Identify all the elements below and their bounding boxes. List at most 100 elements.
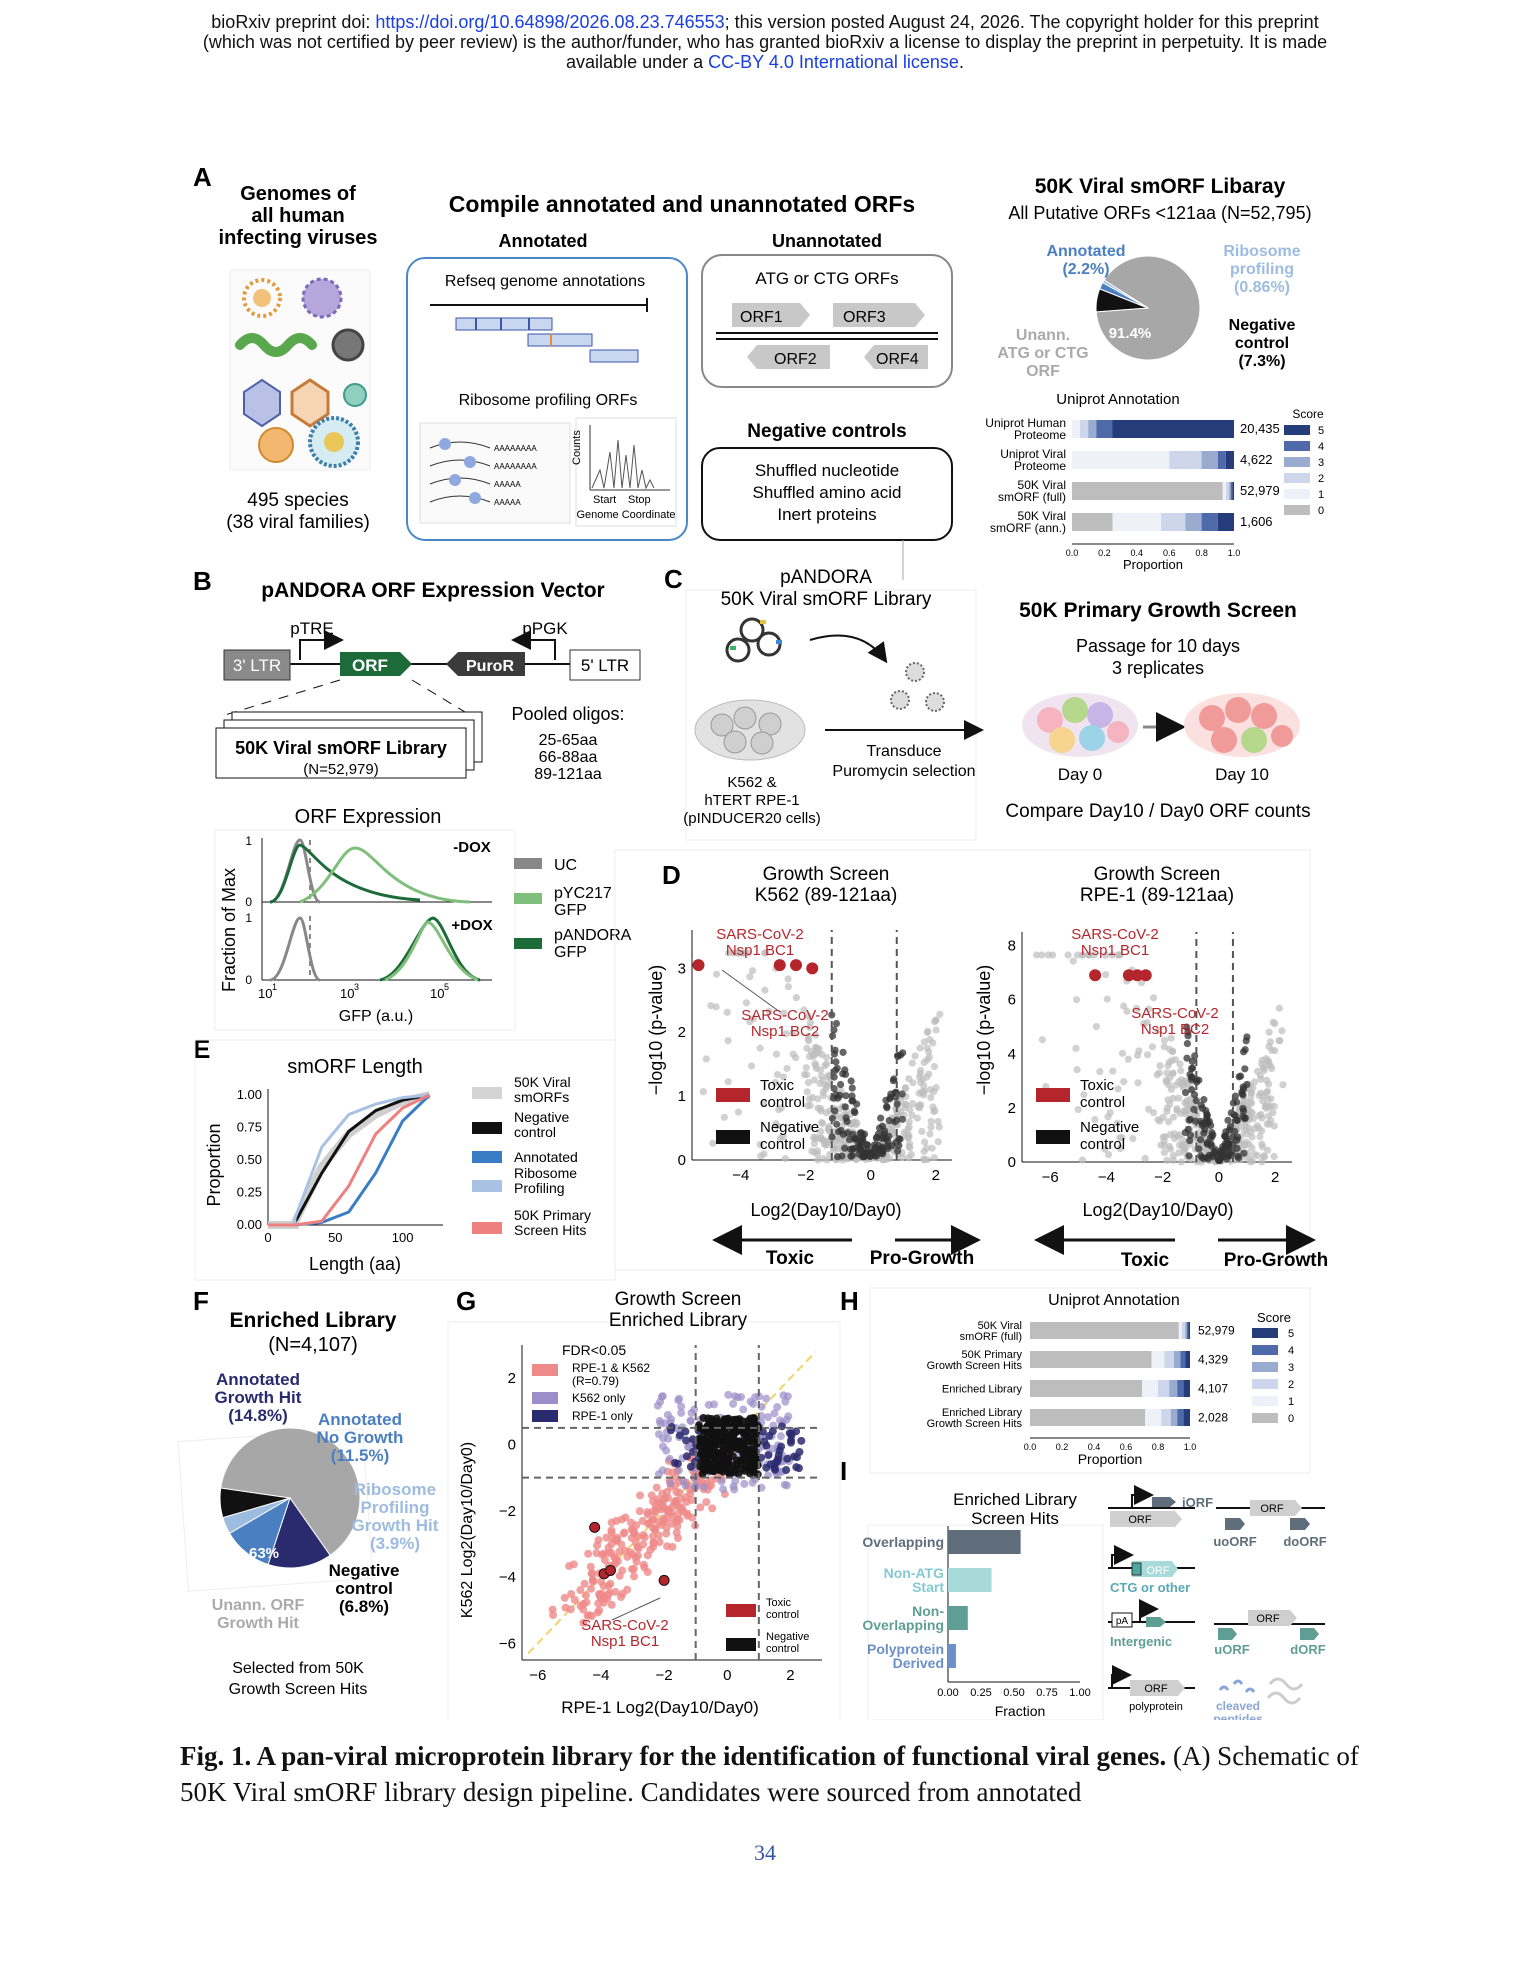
both-point [648, 1515, 657, 1524]
rpe1-point [768, 1427, 777, 1436]
orf-type-diagrams: iORF ORF ORF uoORF doORF ORF CTG or othe… [1108, 1485, 1327, 1720]
bar-seg-score-2 [1225, 482, 1230, 500]
atg-ctg-label: ATG or CTG ORFs [755, 269, 898, 288]
neg-control-point [833, 1120, 841, 1128]
neg-control-point [848, 1084, 856, 1092]
bar-seg-score-2 [1158, 1380, 1170, 1397]
label-line: Growth Screen [615, 1289, 742, 1310]
point [1249, 1115, 1257, 1123]
both-point [708, 1504, 717, 1513]
both-point [585, 1611, 594, 1620]
point [1120, 1002, 1128, 1010]
x-tick: 0 [867, 1167, 875, 1184]
neg-control-point [831, 1046, 839, 1054]
both-point [607, 1526, 616, 1535]
both-point [611, 1554, 620, 1563]
bar-seg-score-3 [1229, 482, 1231, 500]
point [916, 1069, 924, 1078]
polyprotein-label: polyprotein [1129, 1701, 1183, 1713]
k562-point [686, 1416, 695, 1425]
license-link[interactable]: CC-BY 4.0 International license [708, 52, 959, 72]
point [905, 1140, 914, 1148]
neg-control-point [728, 1439, 737, 1448]
k562-point [657, 1392, 666, 1401]
rpe1-point [794, 1464, 803, 1473]
bar-seg-score-4 [1217, 451, 1226, 469]
neg-control-point [832, 1058, 840, 1066]
rpe1-point [671, 1458, 680, 1467]
point [900, 1128, 908, 1137]
neg-control-point [885, 1116, 893, 1125]
neg-control-point [1230, 1111, 1238, 1119]
toxic-label: Toxic [1121, 1250, 1170, 1271]
rpe1-point [764, 1451, 773, 1460]
score-label: 4 [1288, 1345, 1294, 1357]
uorf-label: uORF [1214, 1642, 1249, 1657]
point [1263, 1087, 1272, 1095]
bar [948, 1530, 1021, 1554]
both-point [668, 1542, 677, 1551]
neg-control-point [836, 1080, 845, 1089]
doi-link[interactable]: https://doi.org/10.64898/2026.08.23.7465… [375, 12, 725, 32]
point [1137, 979, 1146, 987]
plasmid-icon [725, 617, 782, 663]
bar-seg-score-0 [1030, 1351, 1152, 1368]
label-line: Nsp1 BC2 [751, 1023, 819, 1040]
neg-control-point [1212, 1146, 1220, 1154]
point [771, 1078, 779, 1087]
k562-point [784, 1412, 793, 1421]
point [1246, 1158, 1255, 1166]
neg-control-point [898, 1090, 906, 1098]
neg-control-point [896, 1135, 904, 1143]
score-label: 5 [1288, 1328, 1294, 1340]
label-line: SARS-CoV-2 [581, 1617, 669, 1634]
label-line: Overlapping [862, 1534, 944, 1550]
x-tick: 50 [328, 1230, 342, 1245]
neg-control-point [1223, 1155, 1231, 1163]
y-tick: 0 [678, 1152, 686, 1169]
neg-control-point [889, 1077, 897, 1085]
label-line: smORF (full) [998, 490, 1066, 504]
unannotated-box [701, 254, 953, 388]
both-point [620, 1528, 629, 1537]
neg-control-item: Shuffled nucleotide [755, 461, 899, 480]
bar-seg-score-1 [1222, 482, 1226, 500]
y-tick: 0 [1008, 1154, 1016, 1171]
point [765, 1007, 773, 1015]
x-tick: −2 [656, 1667, 673, 1684]
point [1175, 1078, 1183, 1086]
pie-slice-annot-growth [267, 1496, 331, 1569]
neg-control-point [1183, 1054, 1191, 1062]
point [1258, 1060, 1266, 1068]
point [810, 1076, 818, 1084]
neg-control-point [708, 1430, 717, 1439]
row-label: Enriched Library [942, 1384, 1023, 1396]
neg-control-point [1241, 1114, 1249, 1122]
y-tick: 2 [508, 1370, 516, 1387]
score-swatch-5 [1284, 425, 1310, 435]
point [760, 1099, 768, 1108]
point [724, 949, 733, 957]
point [1064, 951, 1072, 959]
x-tick: 2 [932, 1167, 940, 1184]
dorf-label: dORF [1290, 1642, 1325, 1657]
point [1113, 1119, 1121, 1127]
k562-point [677, 1402, 686, 1411]
neg-control-point [1241, 1045, 1249, 1054]
row-count: 4,622 [1240, 452, 1273, 467]
both-point [639, 1540, 648, 1549]
neg-control-point [1235, 1073, 1243, 1081]
neg-control-point [749, 1445, 758, 1454]
x-tick: 2 [786, 1667, 794, 1684]
score-swatch-0 [1252, 1413, 1278, 1423]
